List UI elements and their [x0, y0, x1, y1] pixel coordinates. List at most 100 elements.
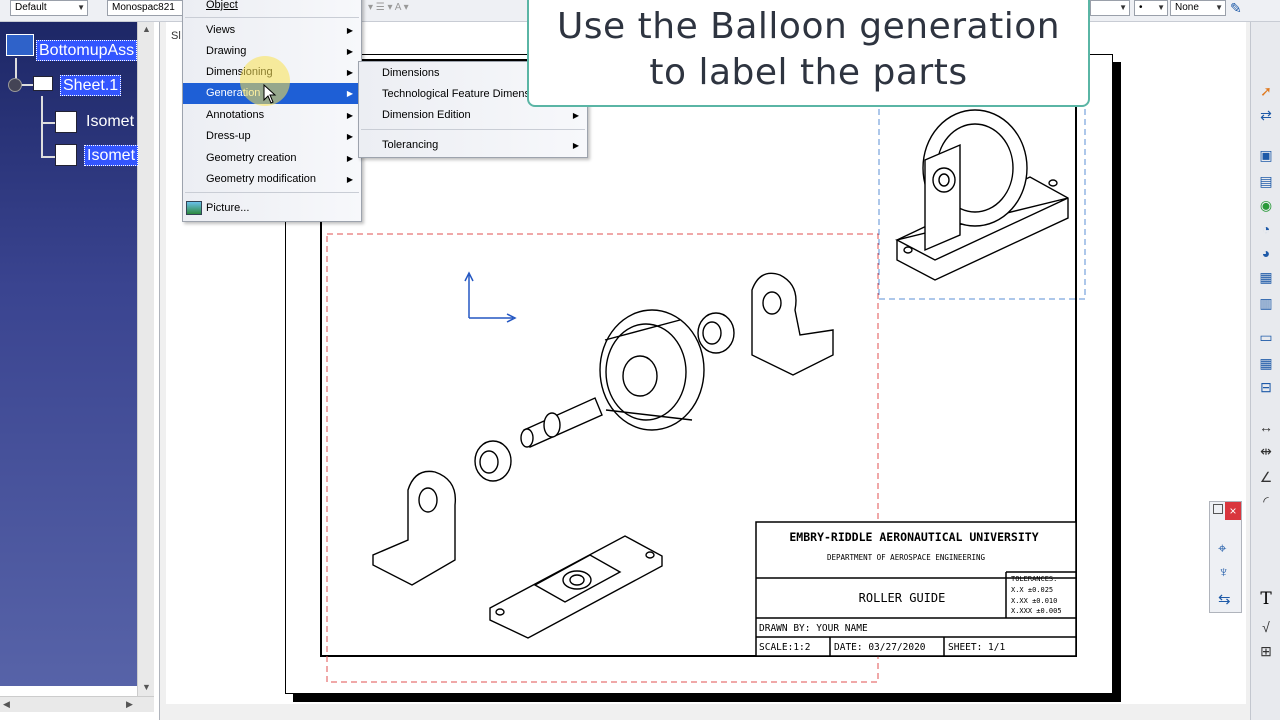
submenu-arrow-icon: ▶ — [572, 111, 579, 120]
submenu-item-dimension-edition[interactable]: Dimension Edition▶ — [359, 105, 587, 126]
tree-connector — [15, 58, 17, 86]
title-block — [755, 521, 1077, 657]
scroll-down-icon[interactable]: ▼ — [142, 682, 151, 692]
select-icon[interactable]: ➚ — [1260, 83, 1272, 99]
scroll-up-icon[interactable]: ▲ — [142, 24, 151, 34]
insert-menu: Object Views▶ Drawing▶ Dimensioning▶ Gen… — [182, 0, 362, 222]
menu-item-geometry-creation[interactable]: Geometry creation ▶ — [183, 148, 361, 169]
tolerance-1: X.X ±0.025 — [1011, 586, 1053, 594]
menu-item-annotations[interactable]: Annotations ▶ — [183, 105, 361, 126]
view-axis-icon — [464, 271, 517, 323]
menu-item-object[interactable]: Object — [183, 0, 361, 16]
radius-icon[interactable]: ◜ — [1263, 493, 1269, 509]
text-tool-icon[interactable]: T — [1260, 589, 1272, 609]
scroll-left-icon[interactable]: ◀ — [3, 699, 10, 709]
submenu-arrow-icon: ▶ — [572, 141, 579, 150]
bracket-bottom — [372, 470, 457, 586]
tree-item-view-1-label: Isomet — [86, 113, 135, 130]
right-toolbar: ➚ ⇄ ▣ ▤ ◉ ◔ ◕ ▦ ▥ ▭ ▦ ⊟ ↔ ⇹ ∠ ◜ T √ ⊞ — [1250, 22, 1280, 720]
pattern-combo[interactable]: None ▼ — [1170, 0, 1226, 16]
submenu-item-dimensions[interactable]: Dimensions — [359, 63, 587, 84]
tutorial-callout: Use the Balloon generation to label the … — [527, 0, 1090, 107]
menu-item-picture-label: Picture... — [206, 202, 250, 214]
point-combo[interactable]: • ▼ — [1134, 0, 1168, 16]
tree-connector — [41, 122, 55, 124]
menu-item-dress-up[interactable]: Dress-up▶ — [183, 126, 361, 147]
tolerance-2: X.XX ±0.010 — [1011, 597, 1057, 605]
callout-line-2: to label the parts — [649, 52, 968, 93]
font-combo[interactable]: Monospac821 — [107, 0, 185, 16]
frame-icon[interactable]: ▥ — [1259, 295, 1273, 311]
style-combo[interactable]: Default ▼ — [10, 0, 88, 16]
clip-icon[interactable]: ◔ — [1261, 221, 1271, 237]
menu-item-geometry-creation-label: Geometry creation — [206, 152, 297, 164]
scroll-right-icon[interactable]: ▶ — [126, 699, 133, 709]
point-combo-value: • — [1139, 2, 1143, 13]
view-tool-icon[interactable]: ▣ — [1259, 147, 1273, 163]
pattern-combo-value: None — [1175, 2, 1199, 13]
tree-item-view-2[interactable]: Isomet — [84, 145, 139, 166]
tree-vertical-scrollbar[interactable]: ▲ ▼ — [137, 22, 154, 698]
menu-item-geometry-modification[interactable]: Geometry modification▶ — [183, 169, 361, 190]
chain-dimension-icon[interactable]: ⇹ — [1260, 443, 1272, 459]
text-format-icons[interactable]: ▾ ☰ ▾ A ▾ — [368, 2, 409, 13]
grid-icon[interactable]: ▦ — [1259, 355, 1273, 371]
paint-icon[interactable]: ✎ — [1230, 0, 1242, 16]
main-view-frame — [326, 233, 879, 683]
tree-item-sheet[interactable]: Sheet.1 — [60, 75, 122, 96]
tree-node-expander[interactable] — [8, 78, 22, 92]
tree-connector — [15, 84, 33, 86]
rectangle-icon[interactable]: ▭ — [1259, 329, 1273, 345]
style-combo-value: Default — [15, 2, 47, 13]
angle-dimension-icon[interactable]: ∠ — [1259, 469, 1273, 485]
part-name-text: ROLLER GUIDE — [859, 591, 946, 605]
target-icon[interactable]: ⌖ — [1218, 540, 1227, 557]
move-icon[interactable]: ⇄ — [1260, 107, 1272, 123]
submenu-arrow-icon: ▶ — [346, 111, 353, 120]
roughness-icon[interactable]: √ — [1262, 619, 1270, 635]
section-icon[interactable]: ▤ — [1259, 173, 1273, 189]
exploded-parts — [372, 272, 834, 639]
restore-icon[interactable] — [1213, 504, 1223, 514]
picture-icon — [186, 201, 202, 215]
table-icon[interactable]: ⊞ — [1260, 643, 1272, 659]
submenu-arrow-icon: ▶ — [346, 89, 353, 98]
tree-root-icon — [6, 34, 34, 56]
menu-item-drawing[interactable]: Drawing▶ — [183, 41, 361, 62]
close-icon[interactable]: × — [1225, 502, 1241, 520]
tree-item-view-1[interactable]: Isomet — [86, 113, 134, 131]
tree-connector — [41, 156, 55, 158]
menu-item-views[interactable]: Views▶ — [183, 20, 361, 41]
submenu-item-dimensions-label: Dimensions — [382, 67, 440, 79]
wizard-icon[interactable]: ▦ — [1259, 269, 1273, 285]
assembled-part — [895, 109, 1069, 281]
menu-item-drawing-label: Drawing — [206, 45, 247, 57]
scale-text: SCALE:1:2 — [759, 642, 810, 653]
submenu-arrow-icon: ▶ — [346, 154, 353, 163]
menu-separator — [185, 192, 359, 193]
submenu-item-tolerancing[interactable]: Tolerancing▶ — [359, 135, 587, 156]
break-icon[interactable]: ◕ — [1261, 245, 1271, 261]
menu-item-annotations-label: Annotations — [206, 109, 265, 121]
dimension-icon[interactable]: ↔ — [1259, 419, 1273, 435]
balloon-icon[interactable]: ♆ — [1218, 564, 1230, 581]
ruler-icon[interactable]: ⊟ — [1260, 379, 1272, 395]
tree-item-root-label: BottomupAss — [36, 40, 138, 61]
chevron-down-icon: ▼ — [1157, 3, 1165, 12]
tree-horizontal-scrollbar[interactable]: ◀ ▶ — [0, 696, 154, 712]
submenu-arrow-icon: ▶ — [346, 26, 353, 35]
submenu-item-technological-feature-dimensions[interactable]: Technological Feature Dimensions — [359, 84, 587, 105]
line-type-combo[interactable]: ▼ — [1090, 0, 1130, 16]
align-icon[interactable]: ⇆ — [1218, 591, 1231, 608]
menu-item-geometry-modification-label: Geometry modification — [206, 173, 317, 185]
floating-toolbar: × ⌖ ♆ ⇆ — [1209, 501, 1242, 613]
tree-item-root[interactable]: BottomupAss — [36, 40, 138, 61]
detail-icon[interactable]: ◉ — [1259, 197, 1273, 213]
view-icon — [55, 111, 77, 133]
sheet-tab[interactable]: Sl — [171, 30, 181, 42]
menu-item-picture[interactable]: Picture... — [183, 198, 361, 219]
menu-separator — [185, 17, 359, 18]
view-icon — [55, 144, 77, 166]
sheet-icon — [33, 76, 53, 91]
